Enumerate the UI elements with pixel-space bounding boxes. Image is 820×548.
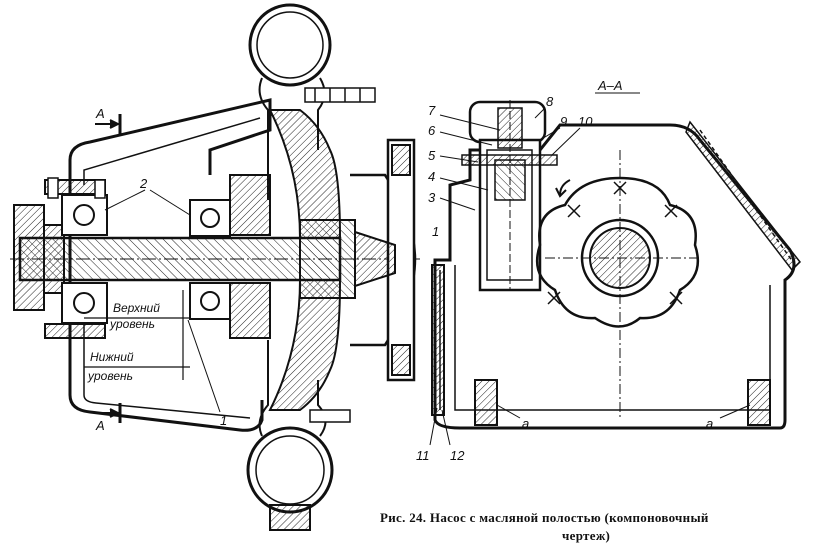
lower-level-label-1: Нижний bbox=[90, 350, 134, 364]
shaft bbox=[10, 236, 420, 282]
housing-outline bbox=[433, 123, 796, 430]
rotor bbox=[535, 150, 700, 420]
section-arrow-label-bottom: A bbox=[95, 418, 105, 433]
upper-level-label-1: Верхний bbox=[113, 301, 160, 315]
volute-bottom bbox=[246, 340, 334, 531]
upper-level-label-2: уровень bbox=[109, 317, 155, 331]
callout-3: 3 bbox=[428, 190, 436, 205]
sight-glass bbox=[431, 264, 445, 416]
inlet-flange bbox=[350, 138, 417, 382]
callout-a-right: a bbox=[706, 416, 713, 431]
coupling-hub bbox=[13, 204, 65, 311]
callout-6: 6 bbox=[428, 123, 436, 138]
oil-casing bbox=[68, 98, 272, 432]
drain-bosses bbox=[474, 379, 771, 426]
leader-lines-left bbox=[104, 189, 221, 413]
right-bearing bbox=[189, 174, 271, 339]
left-section-view bbox=[10, 3, 420, 531]
callout-12: 12 bbox=[450, 448, 465, 463]
callout-10: 10 bbox=[578, 114, 593, 129]
figure-caption-line1: Рис. 24. Насос с масляной полостью (комп… bbox=[380, 510, 709, 525]
callout-left-1: 1 bbox=[220, 413, 227, 428]
section-cut-marks bbox=[95, 114, 122, 423]
section-title: A–A bbox=[597, 78, 623, 93]
leader-lines-right bbox=[429, 92, 751, 446]
callout-7: 7 bbox=[428, 103, 436, 118]
callout-5: 5 bbox=[428, 148, 436, 163]
oil-levels bbox=[84, 290, 190, 380]
right-section-view bbox=[429, 92, 802, 446]
callout-left-2: 2 bbox=[139, 176, 148, 191]
left-bearing bbox=[44, 179, 108, 339]
callout-1-right: 1 bbox=[432, 224, 439, 239]
callout-11: 11 bbox=[416, 448, 430, 463]
callout-4: 4 bbox=[428, 169, 435, 184]
lower-level-label-2: уровень bbox=[87, 369, 133, 383]
callout-a-left: a bbox=[522, 416, 529, 431]
figure-caption-line2: чертеж) bbox=[562, 528, 610, 543]
impeller bbox=[268, 109, 356, 411]
valve-assembly bbox=[461, 100, 558, 292]
bolts bbox=[47, 87, 376, 423]
callout-9: 9 bbox=[560, 114, 567, 129]
labels: A A 2 1 Верхний уровень Нижний уровень A… bbox=[87, 78, 713, 543]
section-arrow-label-top: A bbox=[95, 106, 105, 121]
callout-8: 8 bbox=[546, 94, 554, 109]
